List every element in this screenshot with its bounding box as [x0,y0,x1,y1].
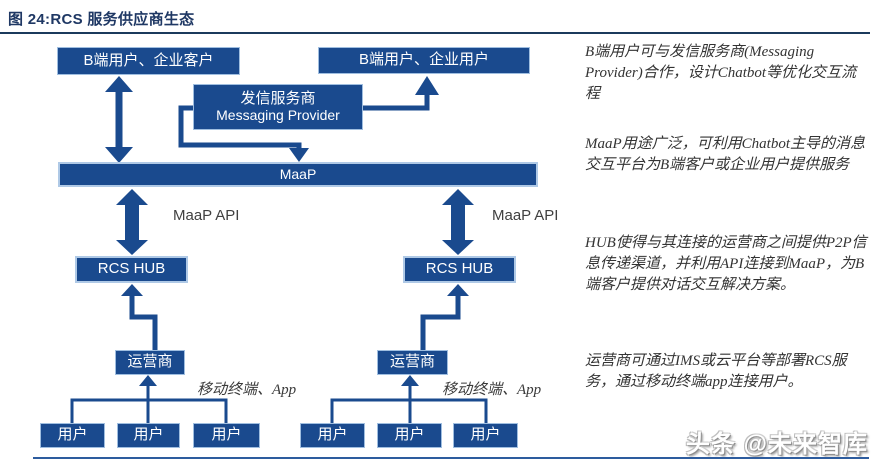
node-user: 用户 [193,423,260,448]
label-maap-api-right: MaaP API [492,207,559,224]
title-divider-line [0,32,870,34]
figure-title: 图 24:RCS 服务供应商生态 [8,11,195,28]
node-user: 用户 [40,423,105,448]
node-operator-left: 运营商 [115,350,185,375]
node-user: 用户 [453,423,518,448]
label-mobile-terminal-app-left: 移动终端、App [197,382,297,398]
node-operator-right: 运营商 [377,350,448,375]
node-b-end-users-right: B端用户、企业用户 [318,47,530,74]
node-maap-bar: MaaP [58,162,538,187]
node-rcs-hub-right: RCS HUB [403,256,516,283]
connector-users-tree-right [330,375,488,423]
annotation-messaging-provider: B端用户可与发信服务商(Messaging Provider)合作，设计Chat… [585,44,857,102]
node-b-end-users-left: B端用户、企业客户 [57,47,240,75]
arrow-operator-to-hub-right [420,284,469,350]
arrow-messaging-to-busers [362,76,439,111]
node-user: 用户 [377,423,442,448]
annotation-hub: HUB使得与其连接的运营商之间提供P2P信息传递渠道，并利用API连接到MaaP… [585,235,867,293]
arrow-busers-maap [105,76,133,163]
node-user: 用户 [117,423,180,448]
node-messaging-provider: 发信服务商 Messaging Provider [193,84,363,130]
arrow-maap-api-left [116,189,148,255]
annotation-operator: 运营商可通过IMS或云平台等部署RCS服务，通过移动终端app连接用户。 [585,353,847,390]
watermark-toutiao-future-thinktank: 头条 @未来智库 [685,431,868,458]
node-rcs-hub-left: RCS HUB [75,256,188,283]
node-user: 用户 [300,423,365,448]
label-mobile-terminal-app-right: 移动终端、App [442,382,542,398]
messaging-provider-label-en: Messaging Provider [216,107,340,124]
bottom-divider-line [33,457,869,459]
annotation-maap: MaaP用途广泛，可利用Chatbot主导的消息交互平台为B端客户或企业用户提供… [585,136,865,173]
arrow-maap-api-right [442,189,474,255]
arrow-operator-to-hub-left [121,284,158,350]
label-maap-api-left: MaaP API [173,207,240,224]
messaging-provider-label-zh: 发信服务商 [240,89,316,107]
arrow-messaging-to-maap [178,105,309,162]
connector-users-tree-left [70,375,228,423]
